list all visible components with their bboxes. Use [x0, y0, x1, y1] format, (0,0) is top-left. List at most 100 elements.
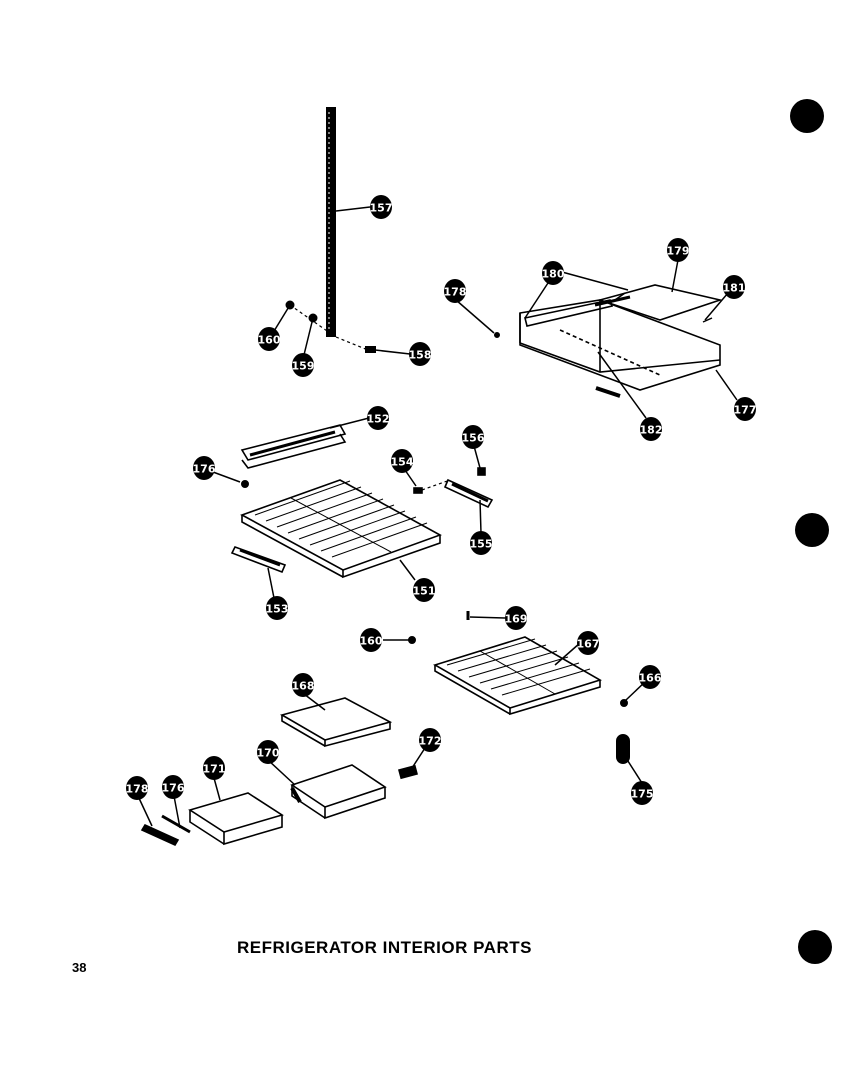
callout-label: 154	[391, 456, 414, 469]
part-157-shelf-support	[326, 107, 336, 337]
part-170-drawer	[290, 764, 387, 820]
callout-160: 160	[360, 628, 383, 652]
page-number: 38	[72, 960, 87, 975]
callout-156: 156	[462, 425, 485, 449]
part-151-wire-shelf	[240, 479, 442, 579]
punch-hole-bottom	[798, 930, 832, 964]
callout-bubble	[413, 578, 435, 602]
callout-152: 152	[367, 406, 390, 430]
callout-bubble	[266, 596, 288, 620]
callout-bubble	[370, 195, 392, 219]
callout-label: 157	[370, 202, 393, 215]
callout-bubble	[505, 606, 527, 630]
callout-bubble	[419, 728, 441, 752]
callout-bubble	[257, 740, 279, 764]
callout-177: 177	[734, 397, 757, 421]
callout-label: 160	[360, 635, 383, 648]
callout-155: 155	[470, 531, 493, 555]
callout-bubble	[667, 238, 689, 262]
callout-label: 168	[292, 680, 315, 693]
callout-160: 160	[258, 327, 281, 351]
callout-bubble	[734, 397, 756, 421]
callout-166: 166	[639, 665, 662, 689]
callout-bubble	[462, 425, 484, 449]
callout-169: 169	[505, 606, 528, 630]
callout-label: 151	[413, 585, 436, 598]
callout-label: 155	[470, 538, 493, 551]
callout-bubble	[470, 531, 492, 555]
callout-label: 166	[639, 672, 662, 685]
callout-158: 158	[409, 342, 432, 366]
callout-label: 156	[462, 432, 485, 445]
punch-hole-middle	[795, 513, 829, 547]
part-167-wire-shelf	[433, 636, 602, 716]
callout-label: 159	[292, 360, 315, 373]
part-180-cover-brackets	[524, 295, 631, 327]
callout-bubble	[360, 628, 382, 652]
callout-167: 167	[577, 631, 600, 655]
callout-180: 180	[542, 261, 565, 285]
callout-label: 153	[266, 603, 289, 616]
callout-label: 176	[162, 782, 185, 795]
callout-bubble	[391, 449, 413, 473]
part-160-159-158-fasteners	[285, 300, 376, 353]
punch-hole-top	[790, 99, 824, 133]
page-title: REFRIGERATOR INTERIOR PARTS	[237, 938, 532, 957]
callout-bubble	[258, 327, 280, 351]
callout-151: 151	[413, 578, 436, 602]
part-175-spacer	[616, 734, 630, 764]
callout-bubble	[639, 665, 661, 689]
callout-181: 181	[723, 275, 746, 299]
callout-label: 169	[505, 613, 528, 626]
callout-153: 153	[266, 596, 289, 620]
callout-170: 170	[257, 740, 280, 764]
callout-label: 172	[419, 735, 442, 748]
callout-175: 175	[631, 781, 654, 805]
callout-154: 154	[391, 449, 414, 473]
callout-bubble	[723, 275, 745, 299]
callout-label: 178	[126, 783, 149, 796]
callout-179: 179	[667, 238, 690, 262]
callout-label: 167	[577, 638, 600, 651]
callout-label: 170	[257, 747, 280, 760]
callout-bubble	[640, 417, 662, 441]
callout-168: 168	[292, 673, 315, 697]
callout-label: 181	[723, 282, 746, 295]
callout-178: 178	[444, 279, 467, 303]
callout-176: 176	[162, 775, 185, 799]
callout-182: 182	[640, 417, 663, 441]
callout-bubble	[203, 756, 225, 780]
callout-bubble	[292, 673, 314, 697]
callout-bubble	[577, 631, 599, 655]
callout-label: 158	[409, 349, 432, 362]
callout-bubble	[542, 261, 564, 285]
callout-label: 179	[667, 245, 690, 258]
part-178-176-lower-rails	[140, 814, 191, 847]
callout-bubble	[444, 279, 466, 303]
callout-label: 160	[258, 334, 281, 347]
callout-label: 175	[631, 788, 654, 801]
callout-label: 180	[542, 268, 565, 281]
part-172-handle	[398, 764, 418, 780]
callout-bubble	[367, 406, 389, 430]
callout-159: 159	[292, 353, 315, 377]
callout-label: 178	[444, 286, 467, 299]
part-153-rail	[230, 546, 287, 574]
callout-172: 172	[419, 728, 442, 752]
callout-bubble	[193, 456, 215, 480]
part-168-drawer-cover	[279, 697, 393, 748]
callout-bubble	[162, 775, 184, 799]
callout-label: 176	[193, 463, 216, 476]
callout-bubble	[409, 342, 431, 366]
part-171-drawer	[188, 792, 284, 846]
callout-label: 177	[734, 404, 757, 417]
callout-bubble	[292, 353, 314, 377]
callout-171: 171	[203, 756, 226, 780]
callout-label: 171	[203, 763, 226, 776]
callout-176: 176	[193, 456, 216, 480]
callout-label: 182	[640, 424, 663, 437]
part-179-cover-panel	[597, 284, 723, 321]
callout-label: 152	[367, 413, 390, 426]
callout-178: 178	[126, 776, 149, 800]
